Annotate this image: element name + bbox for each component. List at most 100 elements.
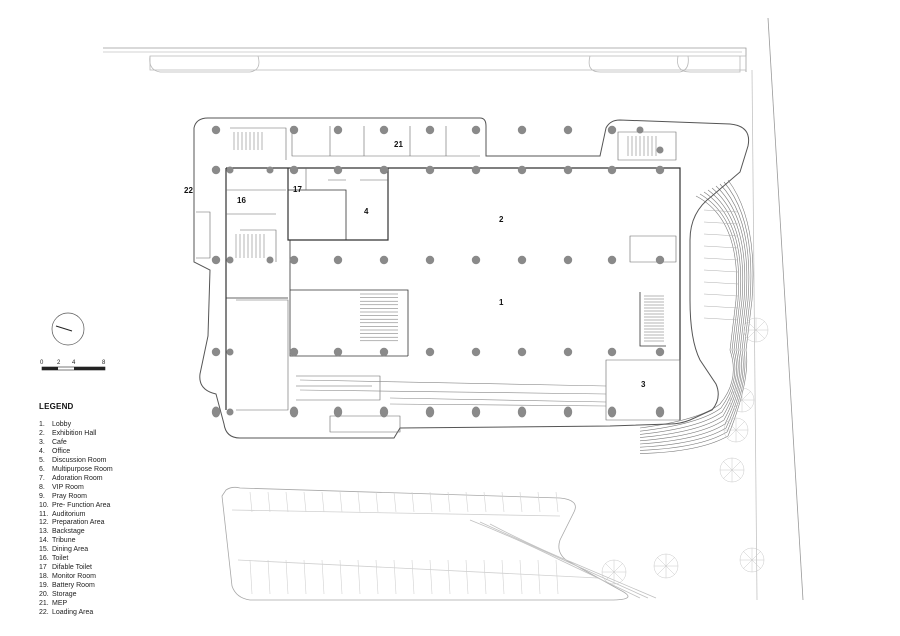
- room-label-mep: 21: [394, 140, 403, 149]
- column: [517, 165, 527, 175]
- tribune-aisle: [703, 257, 739, 261]
- tribune-step: [639, 181, 752, 451]
- legend-item-number: 6.: [39, 465, 45, 473]
- parking-stripe: [249, 491, 253, 513]
- parking-stripe: [339, 559, 343, 595]
- column: [607, 406, 617, 418]
- column: [471, 125, 481, 135]
- tree-branch: [731, 461, 741, 471]
- legend-item-label: Difable Toilet: [52, 564, 92, 572]
- legend-item-label: Cafe: [52, 438, 67, 446]
- legend-item: 19.Battery Room: [39, 582, 113, 591]
- legend-item: 12.Preparation Area: [39, 519, 113, 528]
- column: [607, 347, 617, 357]
- parking-stripe: [375, 491, 379, 513]
- column: [289, 406, 299, 418]
- column: [607, 255, 617, 265]
- column: [563, 347, 573, 357]
- legend-item: 4.Office: [39, 448, 113, 457]
- legend-item-number: 22.: [39, 609, 49, 617]
- column: [517, 125, 527, 135]
- legend-item-label: Monitor Room: [52, 573, 96, 581]
- legend-item-number: 15.: [39, 546, 49, 554]
- column: [226, 166, 234, 174]
- legend-item: 1.Lobby: [39, 421, 113, 430]
- entrance-ramp: [299, 379, 607, 407]
- legend-item-label: Pre- Function Area: [52, 501, 111, 509]
- column: [471, 347, 481, 357]
- legend-item-number: 16.: [39, 555, 49, 563]
- tribune-aisle: [703, 245, 739, 249]
- parking-stripe: [537, 491, 541, 513]
- column: [211, 255, 221, 265]
- legend-item: 17 Difable Toilet: [39, 564, 113, 573]
- parking-stripe: [519, 491, 523, 513]
- legend-item-number: 14.: [39, 537, 49, 545]
- column: [379, 406, 389, 418]
- column: [211, 165, 221, 175]
- legend-item: 14.Tribune: [39, 537, 113, 546]
- parking-stripe: [393, 559, 397, 595]
- legend-item-number: 10.: [39, 501, 49, 509]
- tree-branch: [733, 391, 743, 401]
- column: [563, 406, 573, 418]
- legend-item-number: 12.: [39, 519, 49, 527]
- parking-stripe: [267, 491, 271, 513]
- tree-branch: [731, 469, 741, 479]
- legend-item-number: 19.: [39, 582, 49, 590]
- tribune-aisle: [703, 281, 739, 285]
- column: [656, 146, 664, 154]
- scale-bar: 0 2 4 8: [40, 360, 106, 371]
- column: [266, 166, 274, 174]
- legend-item-label: MEP: [52, 600, 68, 608]
- legend-item-number: 17: [39, 564, 47, 572]
- parking-stripe: [285, 491, 289, 513]
- legend-item: 9.Pray Room: [39, 493, 113, 502]
- column: [607, 125, 617, 135]
- legend-item-label: Tribune: [52, 537, 76, 545]
- column: [226, 348, 234, 356]
- parking-stripe: [339, 491, 343, 513]
- scale-tick-2: 2: [57, 360, 61, 366]
- tribune-step: [639, 193, 739, 432]
- column: [425, 406, 435, 418]
- room-label-loading-area: 22: [184, 186, 193, 195]
- column: [333, 347, 343, 357]
- legend-title: LEGEND: [39, 402, 74, 411]
- tree-branch: [727, 429, 737, 439]
- tribune-step: [639, 191, 741, 435]
- legend-item: 8.VIP Room: [39, 484, 113, 493]
- legend-item-label: Exhibition Hall: [52, 429, 97, 437]
- column: [655, 347, 665, 357]
- tribune-aisle: [703, 221, 739, 225]
- column: [266, 256, 274, 264]
- stairs: [233, 132, 664, 342]
- column: [379, 125, 389, 135]
- tree-branch: [665, 565, 675, 575]
- tree-branch: [755, 329, 765, 339]
- legend-item: 22.Loading Area: [39, 609, 113, 618]
- parking-stripe: [393, 491, 397, 513]
- legend-item: 5.Discussion Room: [39, 457, 113, 466]
- column: [211, 125, 221, 135]
- column: [517, 347, 527, 357]
- tribune-aisle: [703, 293, 739, 297]
- legend-item-label: Toilet: [52, 555, 69, 563]
- parking-stripe: [501, 559, 505, 595]
- parking-stripe: [429, 491, 433, 513]
- tree-branch: [723, 461, 733, 471]
- building-walls: [225, 167, 681, 420]
- legend-item-number: 4.: [39, 447, 45, 455]
- tribune-aisle: [703, 305, 739, 309]
- legend-item-number: 11.: [39, 510, 49, 518]
- parking-stripe: [321, 491, 325, 513]
- structural-columns: [211, 125, 665, 418]
- tribune-aisle: [703, 269, 739, 273]
- tribune-aisle: [703, 209, 739, 213]
- parking-stripe: [375, 559, 379, 595]
- parking-stripe: [411, 491, 415, 513]
- column: [425, 255, 435, 265]
- legend-item-number: 20.: [39, 591, 49, 599]
- column: [563, 165, 573, 175]
